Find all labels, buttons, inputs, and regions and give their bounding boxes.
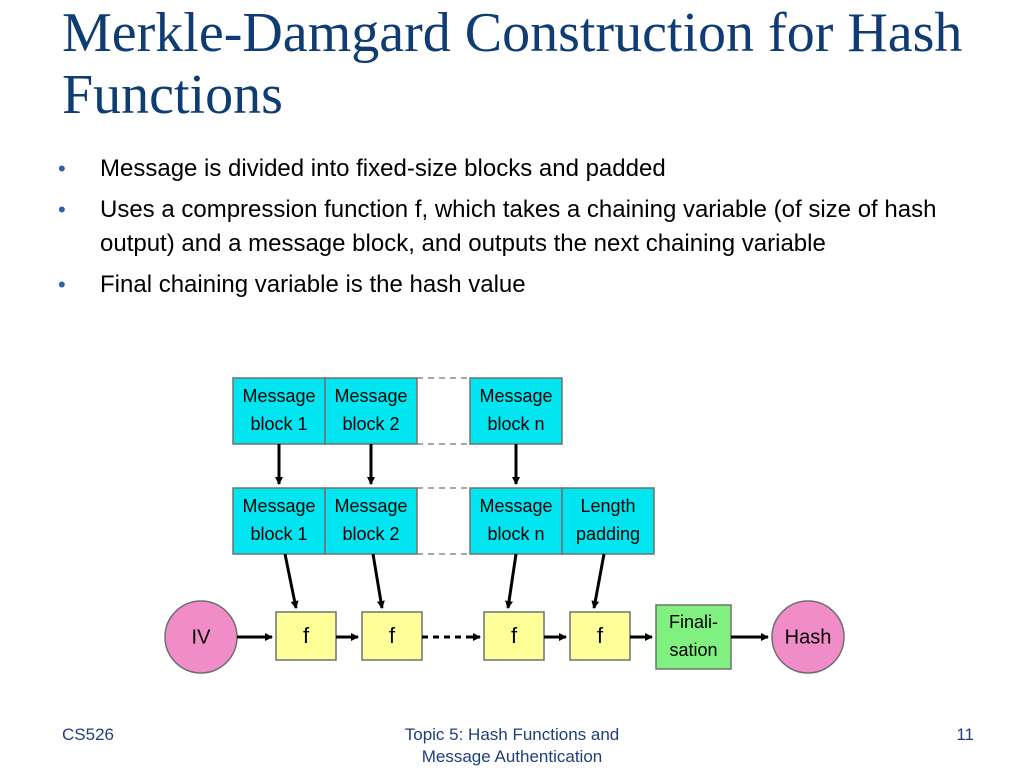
compression-f-1: f [275,611,337,661]
compression-f-3-label: f [511,623,518,648]
message-block-top-1-label-2: block 1 [250,414,307,434]
padded-block-4-label-1: Length [580,496,635,516]
finalisation-box-label-1: Finali- [669,612,718,632]
message-block-top-2-label-1: Message [334,386,407,406]
hash-circle [771,600,845,674]
footer-topic: Topic 5: Hash Functions and Message Auth… [362,724,662,768]
message-block-top-2: Message block 2 [324,377,418,445]
bullet-item: • Message is divided into fixed-size blo… [58,152,958,186]
padded-block-1-shape [232,487,326,555]
finalisation-box-label-2: sation [669,640,717,660]
compression-f-4-label: f [597,623,604,648]
padded-block-1-label-2: block 1 [250,524,307,544]
message-block-top-2-shape [324,377,418,445]
padded-block-1-label-1: Message [242,496,315,516]
bullet-item: • Uses a compression function f, which t… [58,193,958,261]
compression-f-2-label: f [389,623,396,648]
hash-node: Hash [771,600,845,674]
slide-title: Merkle-Damgard Construction for Hash Fun… [62,2,963,126]
compression-f-2: f [361,611,423,661]
arrow-padded1-to-f [283,553,299,609]
bullet-text: Final chaining variable is the hash valu… [100,271,526,298]
bullet-marker: • [58,197,66,222]
iv-label: IV [192,626,212,648]
compression-f-3-shape [483,611,545,661]
padded-block-2-shape [324,487,418,555]
bullet-item: • Final chaining variable is the hash va… [58,268,958,302]
padded-block-2-label-1: Message [334,496,407,516]
footer-course: CS526 [62,725,114,744]
padded-block-3-label-2: block n [487,524,544,544]
footer-topic-line1: Topic 5: Hash Functions and [404,725,620,744]
bullet-list: • Message is divided into fixed-size blo… [58,152,958,309]
message-block-top-1: Message block 1 [232,377,326,445]
bullet-marker: • [58,272,66,297]
message-block-top-3-shape [469,377,563,445]
finalisation-box-shape [655,604,732,670]
padded-block-1: Message block 1 [232,487,326,555]
padded-block-2: Message block 2 [324,487,418,555]
finalisation-box: Finali-sation [655,604,732,670]
padded-block-4: Length padding [561,487,655,555]
padded-block-3: Message block n [469,487,563,555]
compression-f-4: f [569,611,631,661]
message-block-top-1-label-1: Message [242,386,315,406]
bullet-text: Uses a compression function f, which tak… [100,196,937,257]
padded-block-3-label-1: Message [479,496,552,516]
bullet-marker: • [58,156,66,181]
message-block-top-3-label-2: block n [487,414,544,434]
compression-f-1-shape [275,611,337,661]
arrow-padded2-to-f [371,553,385,609]
message-block-top-3-label-1: Message [479,386,552,406]
padded-block-4-label-2: padding [576,524,640,544]
iv-node: IV [164,600,238,674]
padded-block-4-shape [561,487,655,555]
compression-f-1-label: f [303,623,310,648]
message-block-top-1-shape [232,377,326,445]
page-number: 11 [956,725,974,744]
hash-label: Hash [785,626,832,648]
bullet-text: Message is divided into fixed-size block… [100,155,666,182]
arrow-paddedn-to-f [505,553,518,609]
compression-f-3: f [483,611,545,661]
footer-topic-line2: Message Authentication [421,747,603,766]
arrow-padding-to-f [591,553,606,609]
message-block-top-2-label-2: block 2 [342,414,399,434]
message-block-top-3: Message block n [469,377,563,445]
padded-block-2-label-2: block 2 [342,524,399,544]
